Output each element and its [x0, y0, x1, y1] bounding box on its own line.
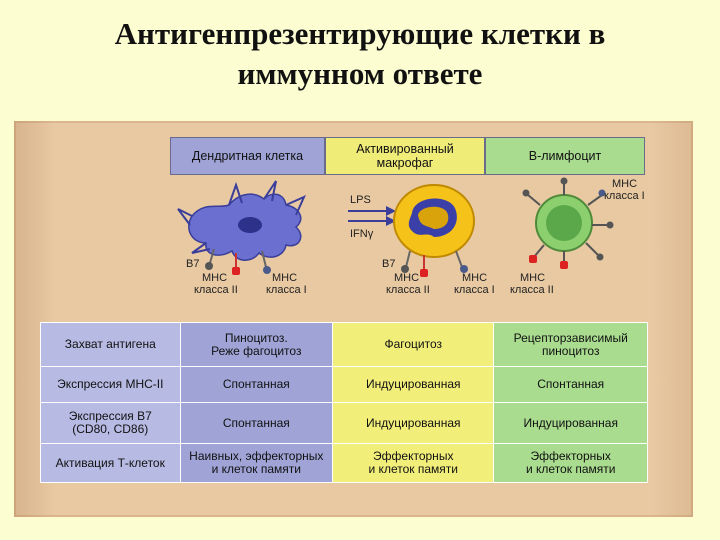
bcell-mhc2-label-1: МНС [520, 272, 545, 284]
header-macrophage-line-1: Активированный [356, 142, 454, 156]
cell-text-line: Спонтанная [222, 415, 290, 430]
macrophage-mhc1-label-2: класса I [454, 284, 495, 296]
cell-text-line: Экспрессия МНС-II [57, 377, 164, 391]
b-cell-value: Спонтанная [493, 366, 648, 403]
row-label: Активация Т-клеток [40, 443, 181, 483]
cell-text-line: Реже фагоцитоз [211, 343, 302, 358]
row-label: Экспрессия МНС-II [40, 366, 181, 403]
cell-text-line: Экспрессия В7 [68, 409, 152, 423]
macrophage-cell-value: Фагоцитоз [332, 322, 495, 367]
macrophage-cell-value: Индуцированная [332, 402, 495, 444]
cell-text-line: Наивных, эффекторных [189, 449, 324, 463]
diagram-figure: Дендритная клетка Активированный макрофа… [14, 121, 693, 517]
page-title: Антигенпрезентирующие клетки в иммунном … [0, 14, 720, 94]
dendritic-cell-value: Спонтанная [179, 366, 334, 403]
table-row: Экспрессия В7(CD80, CD86) Спонтанная Индуц… [40, 402, 648, 444]
dendritic-mhc1-label-1: МНС [272, 272, 297, 284]
row-label: Захват антигена [40, 322, 181, 367]
dendritic-b7-label: B7 [186, 258, 199, 270]
macrophage-cell-value: Индуцированная [332, 366, 495, 403]
cell-text-line: пиноцитоз [541, 343, 600, 358]
cell-text-line: и клеток памяти [368, 462, 458, 476]
macrophage-mhc2-label-2: класса II [386, 284, 430, 296]
macrophage-mhc2-label-1: МНС [394, 272, 419, 284]
cell-text-line: Индуцированная [365, 377, 461, 391]
cell-text-line: Пиноцитоз. [224, 330, 288, 345]
bcell-mhc1-label-2: класса I [604, 190, 645, 202]
dendritic-cell-value: Спонтанная [179, 402, 334, 444]
cell-text-line: Спонтанная [222, 377, 290, 391]
cell-text-line: и клеток памяти [211, 462, 301, 476]
cell-text-line: Эффекторных [530, 449, 611, 463]
dendritic-mhc2-label-2: класса II [194, 284, 238, 296]
cell-text-line: (CD80, CD86) [72, 422, 149, 436]
cells-illustration: B7 МНС класса II МНС класса I LPS IFNγ B… [177, 177, 645, 296]
macrophage-b7-label: B7 [382, 258, 395, 270]
cell-text-line: Индуцированная [523, 415, 618, 430]
cell-text-line: и клеток памяти [526, 462, 616, 476]
macrophage-mhc1-label-1: МНС [462, 272, 487, 284]
dendritic-cell-icon [177, 180, 306, 275]
b-cell-value: Индуцированная [493, 402, 648, 444]
dendritic-mhc1-label-2: класса I [266, 284, 307, 296]
row-label: Экспрессия В7(CD80, CD86) [40, 402, 181, 444]
dendritic-cell-value: Пиноцитоз.Реже фагоцитоз [179, 322, 334, 367]
table-row: Экспрессия МНС-II Спонтанная Индуцированна… [40, 366, 648, 403]
cell-text-line: Фагоцитоз [384, 337, 443, 351]
macrophage-cell-icon [393, 184, 475, 277]
b-lymphocyte-icon [522, 177, 614, 269]
header-dendritic-cell: Дендритная клетка [170, 137, 325, 175]
bcell-mhc1-label-1: МНС [612, 178, 637, 190]
header-activated-macrophage: Активированный макрофаг [325, 137, 485, 175]
cell-text-line: Индуцированная [365, 415, 461, 430]
cell-text-line: Спонтанная [537, 377, 605, 391]
bcell-mhc2-label-2: класса II [510, 284, 554, 296]
title-line-1: Антигенпрезентирующие клетки в [114, 16, 606, 51]
header-b-lymphocyte: В-лимфоцит [485, 137, 645, 175]
dendritic-mhc2-label-1: МНС [202, 272, 227, 284]
title-line-2: иммунном ответе [237, 56, 483, 91]
cell-text-line: Рецепторзависимый [513, 330, 628, 345]
comparison-table: Захват антигена Пиноцитоз.Реже фагоцитоз Ф… [40, 322, 648, 483]
cell-text-line: Активация Т-клеток [55, 455, 165, 470]
lps-label: LPS [350, 194, 371, 206]
ifn-label: IFNγ [350, 228, 374, 240]
header-macrophage-line-2: макрофаг [376, 156, 434, 170]
table-row: Захват антигена Пиноцитоз.Реже фагоцитоз Ф… [40, 322, 648, 367]
cell-text-line: Захват антигена [64, 337, 156, 351]
cell-text-line: Эффекторных [373, 449, 454, 463]
